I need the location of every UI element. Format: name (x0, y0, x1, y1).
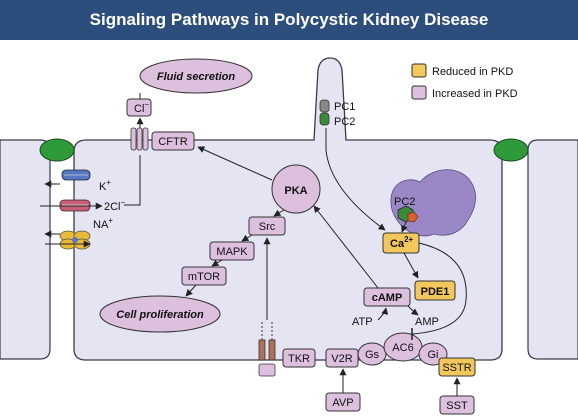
pc1-pc2-cilium-complex-icon (319, 99, 330, 126)
right-neighbor-cell (527, 139, 578, 360)
pde1-label: PDE1 (421, 286, 450, 298)
avp-label: AVP (332, 397, 353, 409)
sstr-label: SSTR (442, 362, 471, 374)
pc2-top-label: PC2 (334, 116, 355, 128)
cilium-to-calcium-arrow (325, 128, 386, 231)
tkr-label: TKR (288, 353, 310, 365)
legend-label-increased: Increased in PKD (432, 88, 518, 100)
calcium-inhibits-ac6-line (411, 242, 467, 335)
tkr-receptor-icon (258, 322, 276, 377)
title-bar: Signaling Pathways in Polycystic Kidney … (0, 0, 578, 40)
mapk-label: MAPK (216, 246, 248, 258)
mtor-box (181, 266, 227, 286)
diagram-title: Signaling Pathways in Polycystic Kidney … (89, 10, 489, 29)
pde1-box (414, 280, 456, 301)
legend-label-reduced: Reduced in PKD (432, 66, 513, 78)
cftr-channel-icon (130, 127, 149, 151)
pka-label: PKA (284, 185, 307, 197)
v2r-label: V2R (331, 353, 352, 365)
legend-swatch-reduced (411, 63, 427, 78)
er-to-calcium-arrow (401, 221, 408, 233)
tight-junction-left (39, 138, 75, 162)
gs-label: Gs (365, 349, 380, 361)
na-k-atpase-icon (59, 230, 91, 250)
camp-to-pka-arrow (313, 205, 379, 289)
fluid-secretion-node (139, 58, 253, 94)
pc2-er-phospho-icon (407, 211, 419, 223)
pka-node (271, 164, 321, 214)
tkr-box (282, 348, 316, 368)
fluid-secretion-label: Fluid secretion (157, 71, 236, 83)
k-ion-label: K+ (99, 178, 111, 193)
src-box (248, 216, 286, 236)
ac6-label: AC6 (392, 342, 413, 354)
pka-to-cftr-arrow (197, 146, 273, 181)
pc2-label: PC2 (394, 196, 415, 208)
cl-ion-label: Cl− (134, 100, 149, 115)
src-to-mapk-arrow (241, 234, 253, 242)
cl-transport-path (124, 155, 141, 206)
2cl-ion-label: 2Cl− (104, 198, 126, 213)
calcium-label: Ca2+ (390, 235, 414, 250)
pc1-label: PC1 (334, 101, 355, 113)
mtor-to-proliferation-arrow (185, 284, 197, 297)
na-ion-label: NA+ (93, 216, 113, 231)
mapk-box (209, 241, 255, 261)
legend-swatch-increased (411, 85, 427, 100)
atp-label: ATP (352, 316, 373, 328)
sst-label: SST (446, 400, 468, 412)
camp-label: cAMP (372, 292, 403, 304)
cftr-label: CFTR (158, 136, 187, 148)
amp-label: AMP (415, 316, 439, 328)
cell-proliferation-label: Cell proliferation (116, 309, 204, 321)
v2r-box (325, 348, 359, 368)
src-label: Src (259, 221, 276, 233)
camp-to-amp-arrow (407, 305, 419, 316)
atp-to-camp-arrow (377, 307, 389, 321)
cell-proliferation-node (99, 295, 221, 333)
sstr-box (438, 357, 476, 377)
gi-label: Gi (428, 349, 439, 361)
k-channel-icon (61, 169, 91, 181)
pka-to-src-arrow (273, 209, 285, 217)
mapk-to-mtor-arrow (211, 259, 223, 267)
mtor-label: mTOR (188, 271, 220, 283)
left-neighbor-cell (0, 139, 51, 360)
cl-ion-box (126, 98, 152, 117)
tight-junction-right (493, 138, 529, 162)
calcium-to-pde1-arrow (403, 252, 419, 279)
camp-box (363, 287, 411, 307)
cftr-box (151, 131, 195, 151)
